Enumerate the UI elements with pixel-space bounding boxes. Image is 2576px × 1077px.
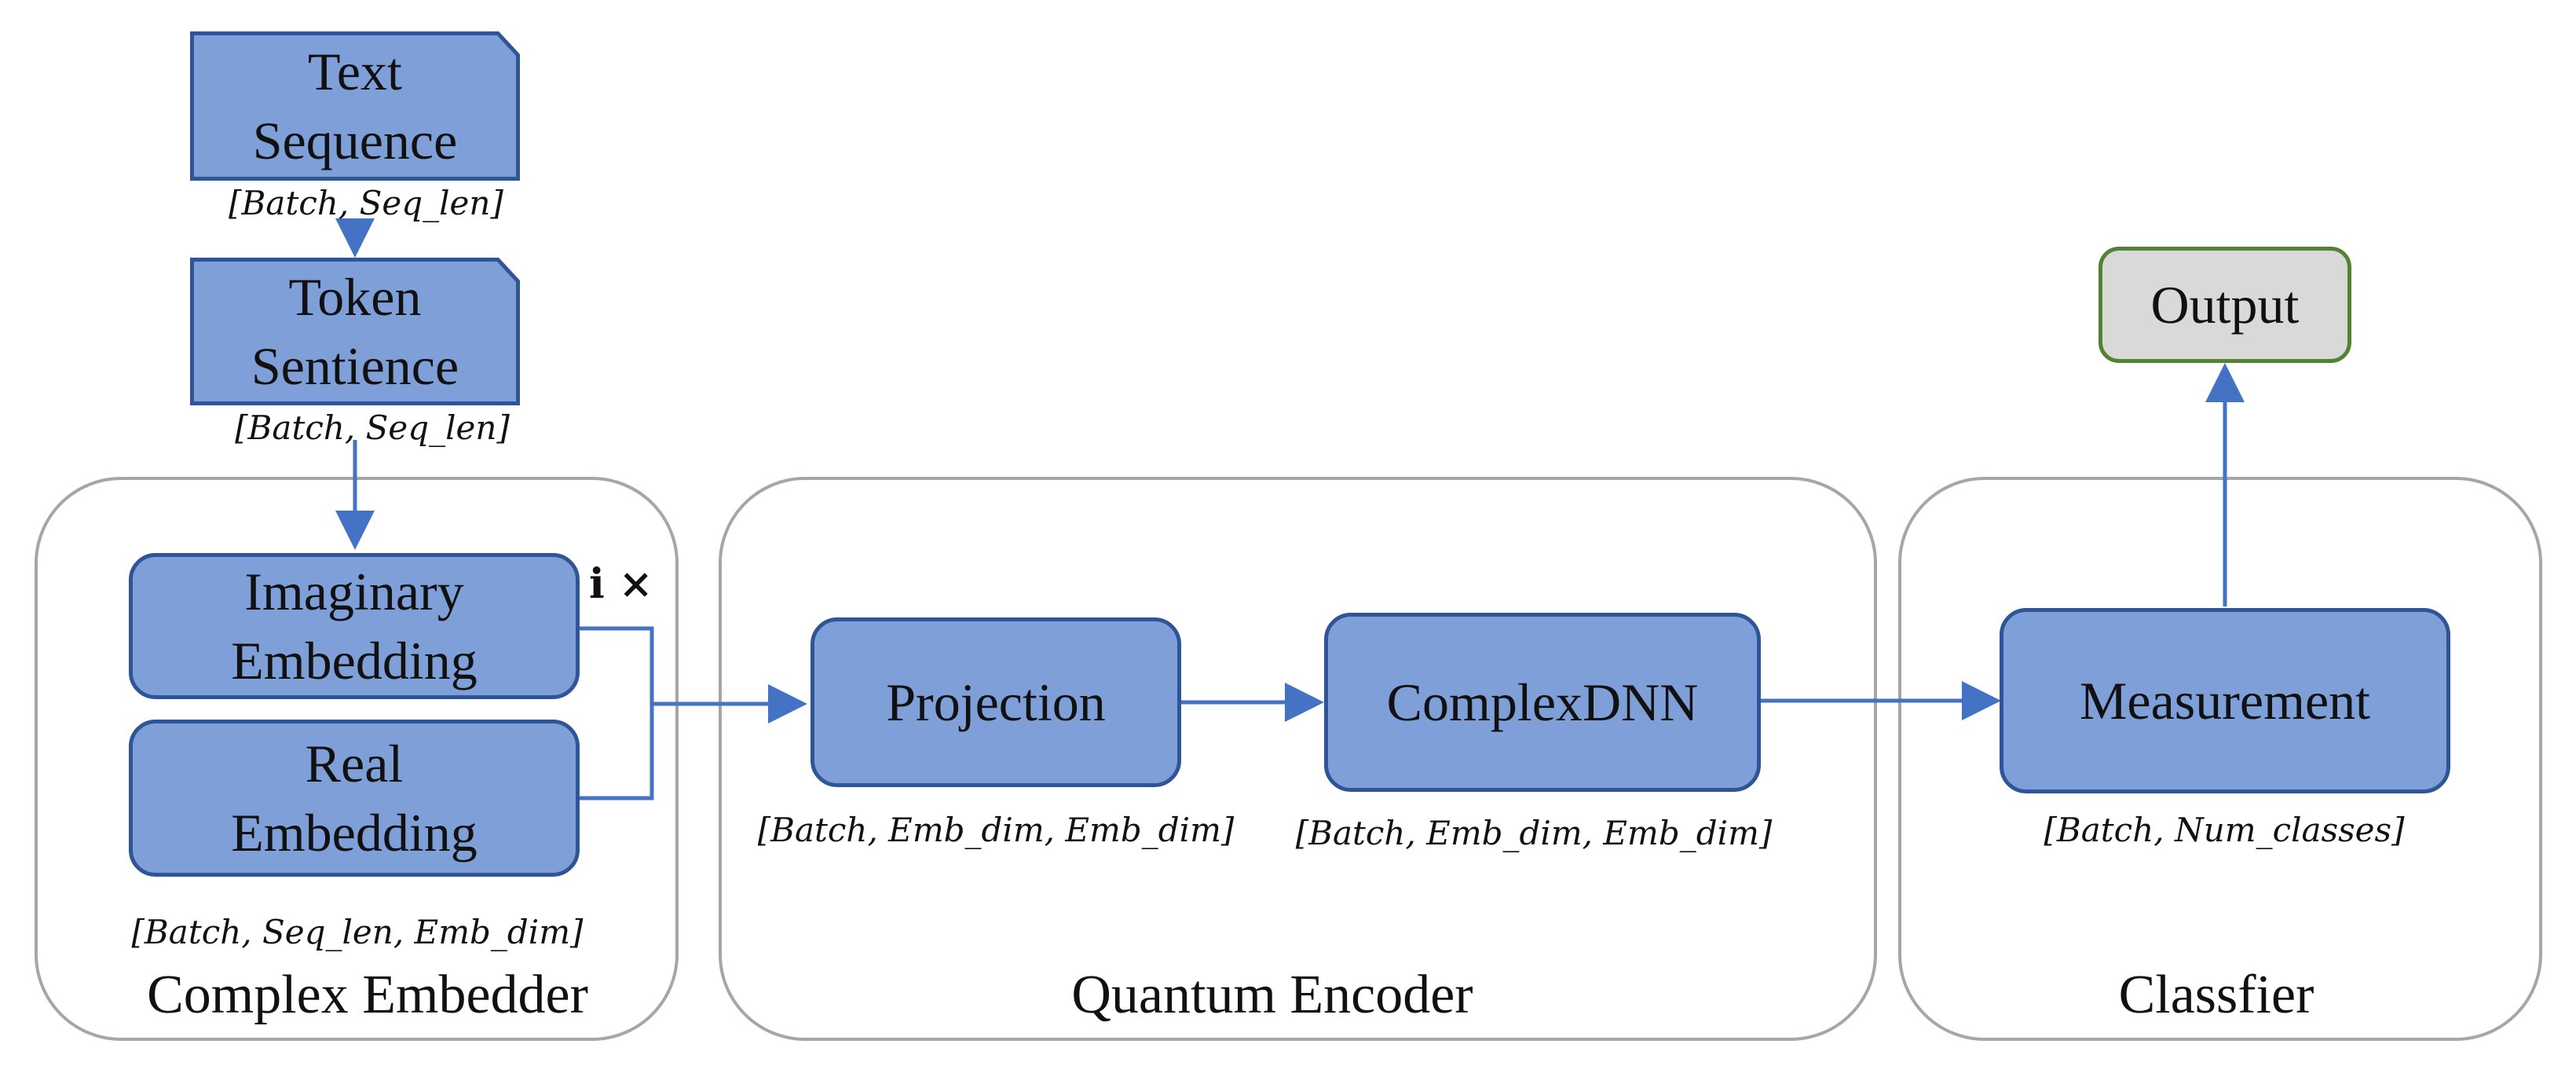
quantum-encoder-label: Quantum Encoder [1071, 965, 1473, 1025]
imaginary-multiplier-label: i × [589, 560, 653, 608]
document-shape-icon [190, 258, 520, 405]
complexdnn-node: ComplexDNN [1324, 613, 1761, 792]
classifier-label: Classfier [2118, 965, 2314, 1025]
dim-measurement: [Batch, Num_classes] [2044, 811, 2405, 849]
token-sentience-node: Token Sentience [190, 258, 520, 405]
imaginary-embedding-line2: Embedding [231, 631, 478, 691]
real-embedding-node: Real Embedding [129, 720, 580, 877]
projection-node: Projection [810, 617, 1181, 787]
token-sentience-line2: Sentience [251, 336, 459, 396]
text-sequence-line2: Sequence [252, 111, 458, 170]
dim-embedder: [Batch, Seq_len, Emb_dim] [131, 913, 584, 951]
token-sentience-line1: Token [288, 266, 422, 327]
text-sequence-node: Text Sequence [190, 31, 520, 181]
merge-line-embeddings [580, 626, 654, 800]
real-embedding-line1: Real [305, 733, 404, 793]
dim-projection: [Batch, Emb_dim, Emb_dim] [757, 811, 1235, 849]
measurement-node: Measurement [2000, 608, 2450, 793]
imaginary-embedding-node: Imaginary Embedding [129, 553, 580, 699]
dim-token-sentience: [Batch, Seq_len] [235, 408, 510, 447]
text-sequence-line1: Text [308, 41, 402, 101]
output-node: Output [2098, 247, 2351, 363]
real-embedding-line2: Embedding [231, 803, 478, 863]
document-shape-icon [190, 31, 520, 181]
imaginary-embedding-line1: Imaginary [244, 561, 464, 621]
complex-embedder-label: Complex Embedder [147, 965, 588, 1025]
dim-text-sequence: [Batch, Seq_len] [229, 184, 503, 222]
dim-complexdnn: [Batch, Emb_dim, Emb_dim] [1295, 814, 1773, 852]
